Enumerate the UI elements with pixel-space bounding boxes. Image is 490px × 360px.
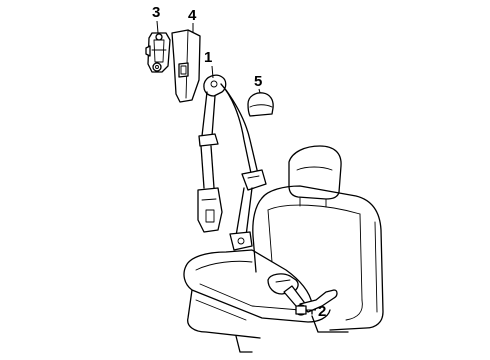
callout-5: 5: [254, 73, 262, 94]
callout-1-label: 1: [204, 49, 212, 66]
seat-belt-assembly: [197, 74, 267, 251]
callout-4-label: 4: [188, 7, 197, 24]
height-adjuster: [145, 32, 171, 73]
callout-3: 3: [152, 4, 160, 34]
callout-1: 1: [204, 49, 214, 79]
callout-4: 4: [188, 7, 197, 32]
anchor-cover: [247, 92, 274, 117]
callout-3-label: 3: [152, 4, 160, 21]
callout-2-label: 2: [318, 303, 326, 320]
callout-2: 2: [306, 303, 326, 320]
callout-5-label: 5: [254, 73, 262, 90]
seat-illustration: [183, 145, 384, 353]
buckle-assembly: [267, 273, 338, 316]
pillar-trim-cover: [171, 29, 201, 103]
